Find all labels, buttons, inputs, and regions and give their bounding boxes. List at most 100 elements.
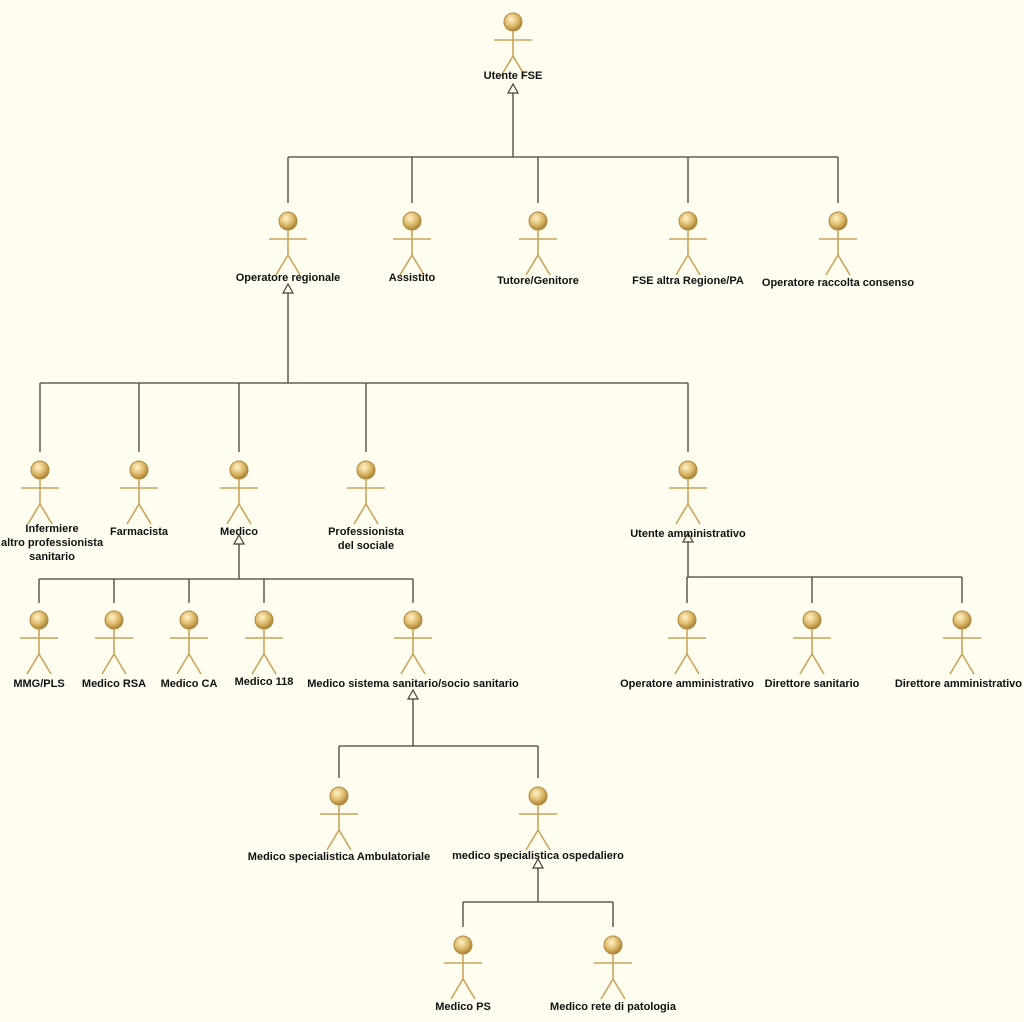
actor-assistito xyxy=(393,211,431,276)
actor-infermiere xyxy=(21,460,59,525)
actor-label-utente-amministrativo: Utente amministrativo xyxy=(630,528,746,540)
actor-leg-left xyxy=(126,503,140,525)
actor-leg-left xyxy=(949,653,963,675)
actor-leg-left xyxy=(176,653,190,675)
actor-label-fse-altra-regione: FSE altra Regione/PA xyxy=(632,275,744,287)
actor-label-infermiere: Infermiere altro professionista sanitari… xyxy=(0,523,104,563)
actor-medico-spec-ospedaliero xyxy=(519,786,557,851)
actor-leg-right xyxy=(686,653,700,675)
generalization-arrow-icon xyxy=(681,531,695,543)
generalization-medico-sistema-sanitario xyxy=(338,688,539,778)
actor-head-icon xyxy=(356,460,376,480)
actor-leg-right xyxy=(138,503,152,525)
actor-leg-left xyxy=(675,503,689,525)
actor-leg-right xyxy=(462,978,476,1000)
actor-leg-left xyxy=(400,653,414,675)
actor-head-icon xyxy=(329,786,349,806)
actor-label-operatore-amministrativo: Operatore amministrativo xyxy=(620,678,754,690)
actor-label-medico-ps: Medico PS xyxy=(435,1001,491,1013)
actor-mmg-pls xyxy=(20,610,58,675)
actor-label-mmg-pls: MMG/PLS xyxy=(13,678,65,690)
actor-head-icon xyxy=(104,610,124,630)
actor-leg-left xyxy=(353,503,367,525)
actor-head-icon xyxy=(254,610,274,630)
actor-fse-altra-regione xyxy=(669,211,707,276)
actor-head-icon xyxy=(678,460,698,480)
actor-label-farmacista: Farmacista xyxy=(109,526,169,538)
actor-leg-left xyxy=(600,978,614,1000)
actor-head-icon xyxy=(828,211,848,231)
actor-medico-ps xyxy=(444,935,482,1000)
actor-leg-right xyxy=(338,829,352,851)
generalization-operatore-regionale xyxy=(39,282,689,452)
actor-label-medico-spec-ospedaliero: medico specialistica ospedaliero xyxy=(452,850,624,862)
actor-head-icon xyxy=(503,12,523,32)
generalization-arrow-icon xyxy=(531,857,545,869)
actor-label-direttore-sanitario: Direttore sanitario xyxy=(764,678,860,690)
actor-leg-right xyxy=(537,254,551,276)
actor-label-assistito: Assistito xyxy=(388,272,436,284)
actor-leg-left xyxy=(525,829,539,851)
actor-leg-right xyxy=(188,653,202,675)
actor-head-icon xyxy=(528,211,548,231)
actor-head-icon xyxy=(29,610,49,630)
actor-label-utente-fse: Utente FSE xyxy=(483,70,543,82)
actor-leg-left xyxy=(450,978,464,1000)
actor-utente-fse xyxy=(494,12,532,77)
actor-medico-rsa xyxy=(95,610,133,675)
actor-label-medico-rete-patologia: Medico rete di patologia xyxy=(550,1001,676,1013)
actor-leg-right xyxy=(412,653,426,675)
actor-label-medico-sistema-sanitario: Medico sistema sanitario/socio sanitario xyxy=(307,678,519,690)
actor-leg-right xyxy=(537,829,551,851)
actor-leg-left xyxy=(26,653,40,675)
actor-head-icon xyxy=(453,935,473,955)
actor-leg-right xyxy=(837,254,851,276)
actor-head-icon xyxy=(403,610,423,630)
actor-operatore-raccolta-consenso xyxy=(819,211,857,276)
actor-label-direttore-amministrativo: Direttore amministrativo xyxy=(894,678,1022,690)
actor-utente-amministrativo xyxy=(669,460,707,525)
generalization-arrow-icon xyxy=(406,688,420,700)
actor-leg-left xyxy=(399,254,413,276)
actor-leg-right xyxy=(287,254,301,276)
generalization-medico-spec-ospedaliero xyxy=(462,857,614,927)
actor-medico-spec-ambulatoriale xyxy=(320,786,358,851)
actor-direttore-amministrativo xyxy=(943,610,981,675)
generalization-medico xyxy=(38,533,414,603)
actor-leg-right xyxy=(38,653,52,675)
generalization-utente-fse xyxy=(287,82,839,203)
actor-label-tutore-genitore: Tutore/Genitore xyxy=(497,275,579,287)
actor-head-icon xyxy=(30,460,50,480)
actor-leg-right xyxy=(238,503,252,525)
actor-operatore-regionale xyxy=(269,211,307,276)
actor-label-medico-118: Medico 118 xyxy=(234,676,294,688)
actor-leg-left xyxy=(674,653,688,675)
actor-label-medico-spec-ambulatoriale: Medico specialistica Ambulatoriale xyxy=(247,851,431,863)
actor-leg-left xyxy=(27,503,41,525)
actor-leg-left xyxy=(275,254,289,276)
actor-label-operatore-raccolta-consenso: Operatore raccolta consenso xyxy=(761,277,915,289)
generalization-arrow-icon xyxy=(232,533,246,545)
actor-leg-right xyxy=(39,503,53,525)
actor-leg-left xyxy=(251,653,265,675)
actor-leg-left xyxy=(799,653,813,675)
actor-leg-right xyxy=(961,653,975,675)
actor-leg-right xyxy=(263,653,277,675)
generalization-arrow-icon xyxy=(506,82,520,94)
actor-medico-ca xyxy=(170,610,208,675)
actor-professionista-sociale xyxy=(347,460,385,525)
actor-leg-left xyxy=(525,254,539,276)
actor-leg-right xyxy=(365,503,379,525)
actor-head-icon xyxy=(129,460,149,480)
actor-leg-right xyxy=(687,254,701,276)
actor-leg-left xyxy=(675,254,689,276)
actor-leg-right xyxy=(612,978,626,1000)
actor-head-icon xyxy=(603,935,623,955)
actor-leg-left xyxy=(326,829,340,851)
actor-label-medico-rsa: Medico RSA xyxy=(81,678,147,690)
actor-label-operatore-regionale: Operatore regionale xyxy=(235,272,341,284)
actor-tutore-genitore xyxy=(519,211,557,276)
actor-label-medico: Medico xyxy=(220,526,258,538)
actor-head-icon xyxy=(678,211,698,231)
